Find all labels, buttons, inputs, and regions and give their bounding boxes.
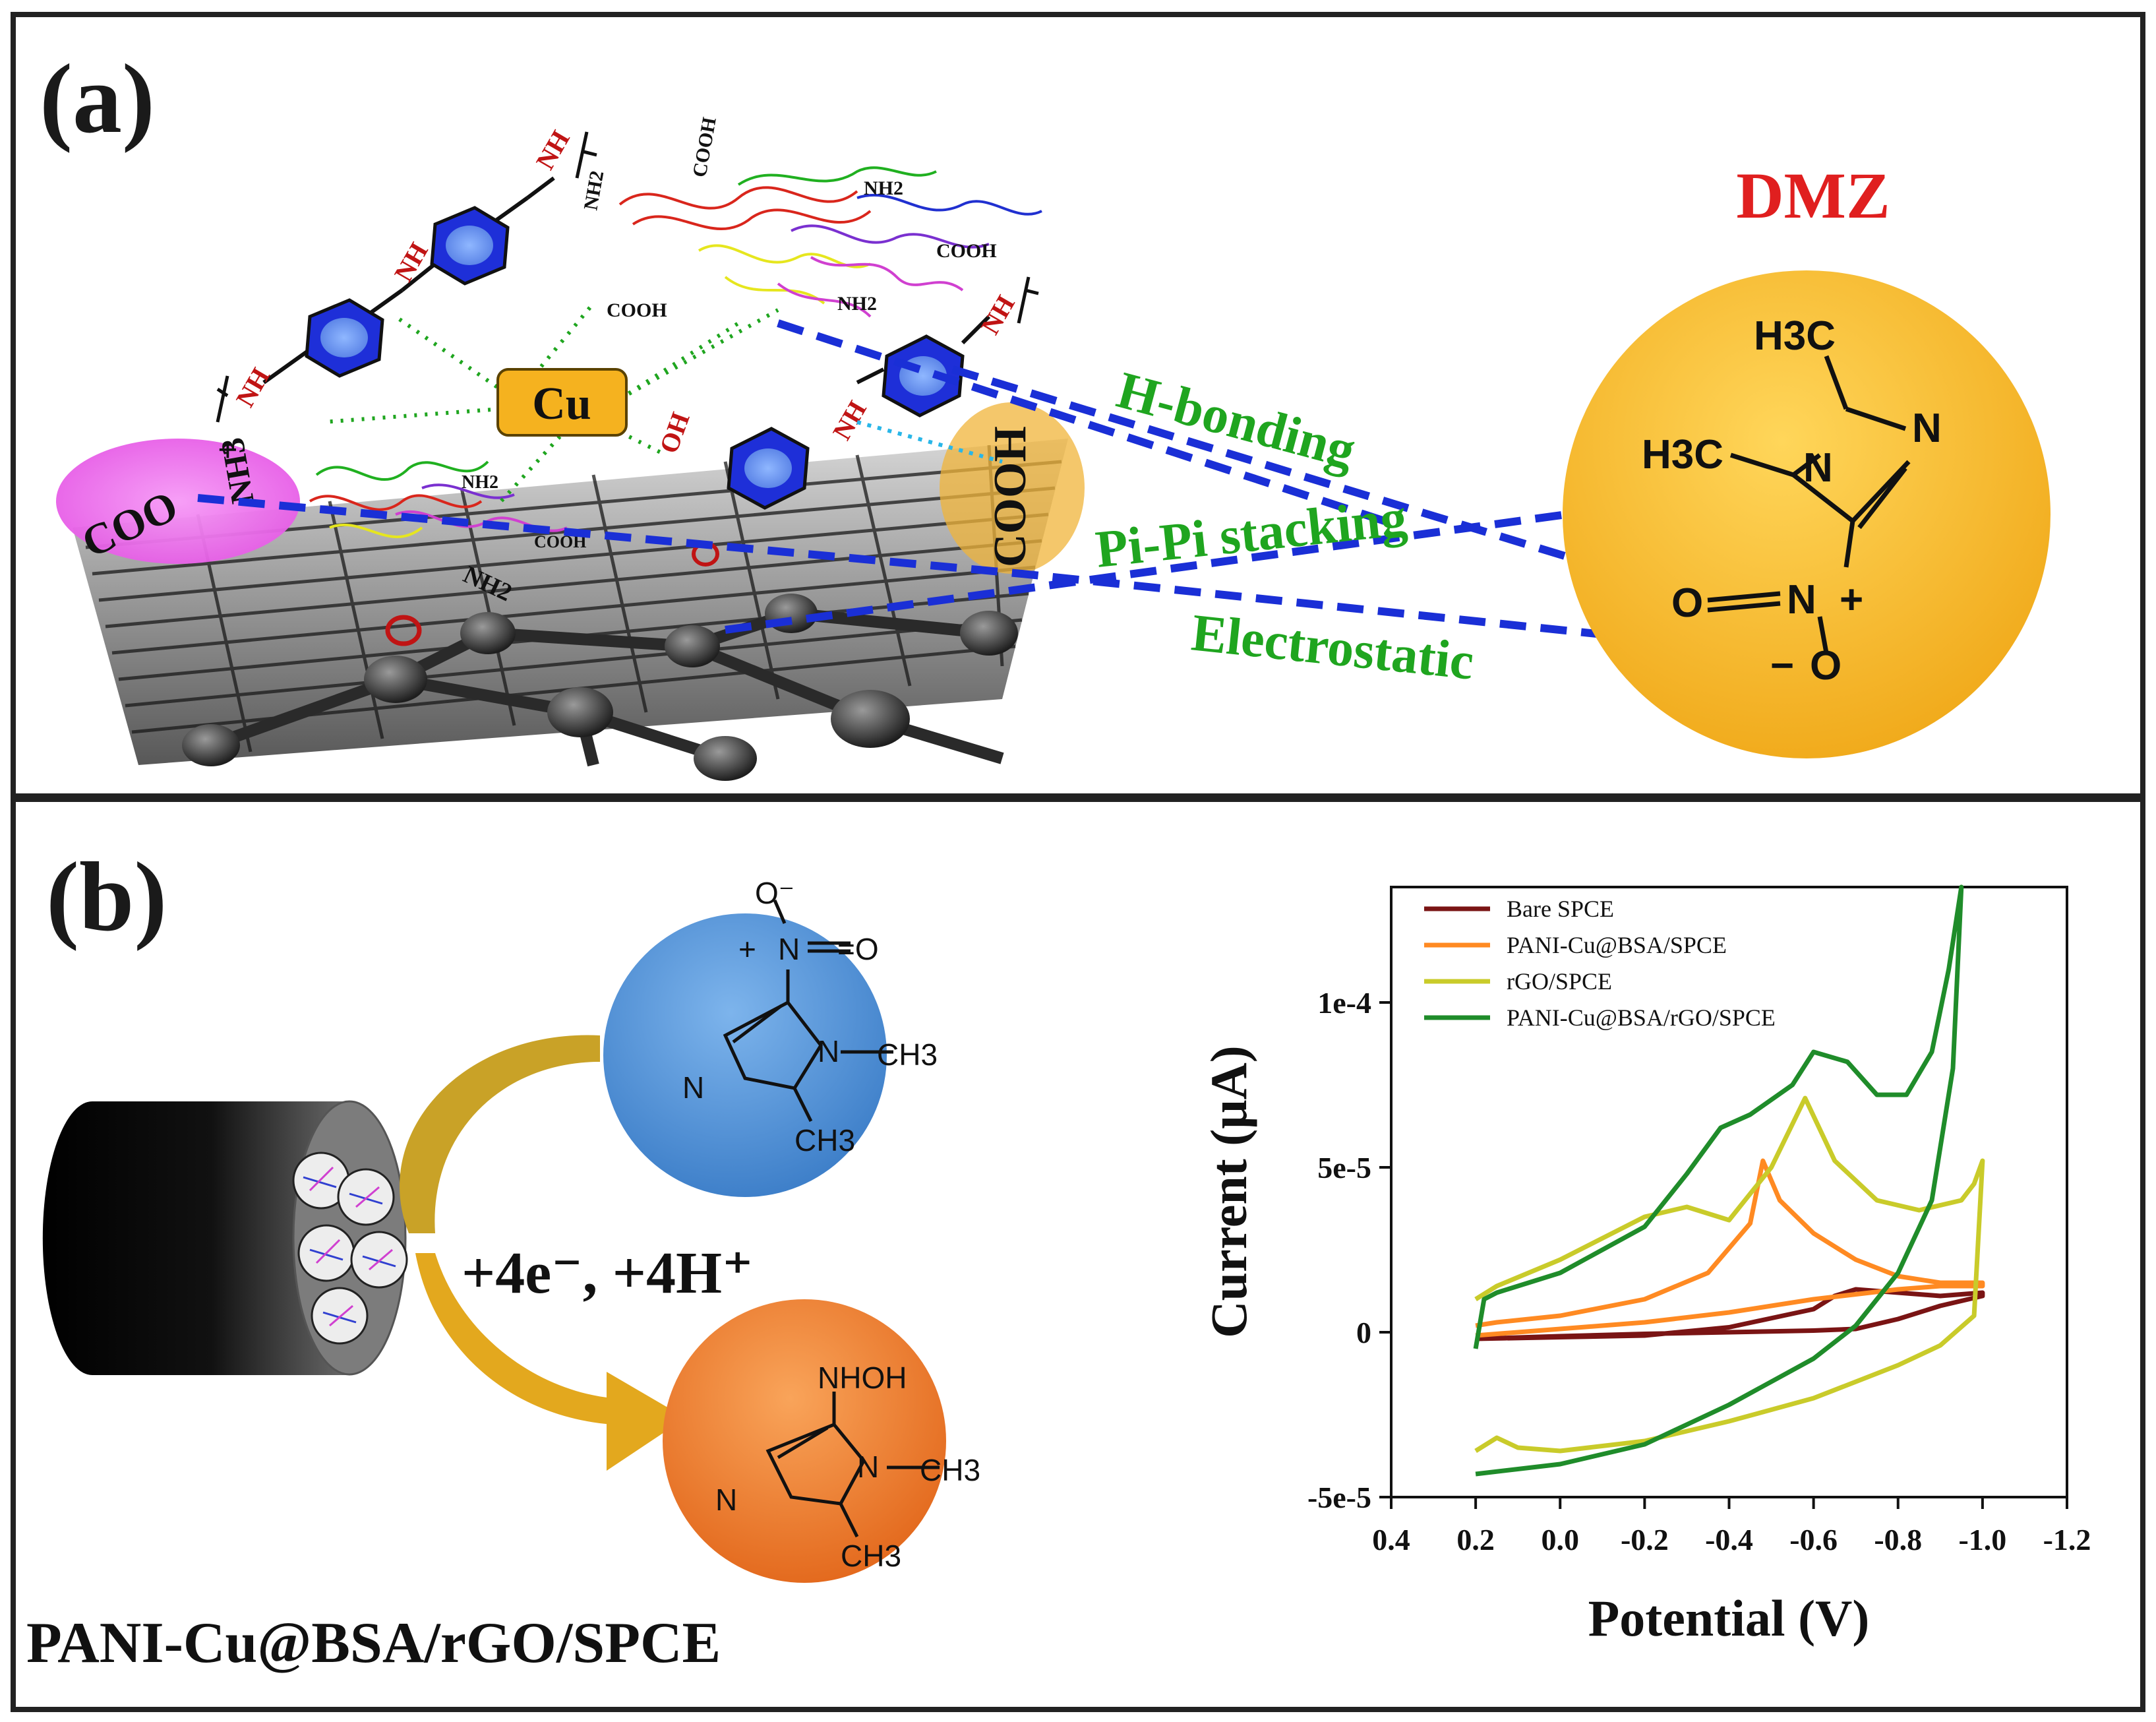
benzene-rings — [305, 206, 965, 510]
nitro-eq-o: =O — [837, 932, 879, 966]
legend-entry: PANI-Cu@BSA/SPCE — [1507, 932, 1727, 958]
y-tick-label: -5e-5 — [1307, 1481, 1371, 1514]
pi-pi-stacking-label: Pi-Pi stacking — [1093, 489, 1410, 579]
chain-brackets — [216, 131, 1039, 423]
panel-a: (a) — [11, 12, 2145, 799]
reaction-arrow-upper — [400, 1035, 600, 1233]
nitro-ch3-right: CH3 — [877, 1037, 938, 1072]
cooh-top: COOH — [688, 115, 720, 179]
hydroxylamine-ch3-bottom: CH3 — [841, 1539, 901, 1573]
nh2-top-left: NH2 — [580, 169, 608, 212]
x-tick-label: 0.2 — [1456, 1523, 1495, 1556]
panel-a-frame — [11, 12, 2145, 799]
nh2-mid: NH2 — [837, 293, 877, 315]
dmz-molecule: H3C N H3C N O N + − O — [1642, 313, 1942, 689]
series-line — [1473, 884, 1964, 1477]
dmz-h3c-top: H3C — [1754, 313, 1836, 359]
x-tick-label: -0.8 — [1874, 1523, 1922, 1556]
dmz-circle — [1563, 270, 2051, 758]
electrode-label: PANI-Cu@BSA/rGO/SPCE — [26, 1611, 721, 1675]
x-tick-label: 0.4 — [1372, 1523, 1410, 1556]
legend-entry: rGO/SPCE — [1507, 968, 1612, 995]
cooh-left: COOH — [607, 299, 667, 321]
y-tick-label: 1e-4 — [1317, 986, 1371, 1020]
nh-label-4: NH — [975, 290, 1021, 339]
hydroxylamine-nhoh: NHOH — [818, 1361, 907, 1395]
nitro-n-left: N — [682, 1070, 704, 1105]
hydroxylamine-ch3-right: CH3 — [920, 1453, 980, 1487]
legend-entry: Bare SPCE — [1507, 896, 1614, 922]
cu-dotted-links — [322, 302, 779, 503]
hydroxylamine-n-left: N — [715, 1483, 737, 1517]
dmz-label: DMZ — [1736, 159, 1890, 232]
bsa-protein-top — [618, 166, 1042, 318]
x-tick-label: -1.0 — [1958, 1523, 2006, 1556]
electrode-nanoparticles — [292, 1152, 408, 1345]
y-tick-label: 5e-5 — [1317, 1151, 1371, 1184]
pani-chain: NH NH NH NH NH OH — [216, 125, 1039, 510]
carboxylate-ellipse — [56, 439, 300, 564]
panel-b-label: (b) — [46, 842, 167, 952]
nh2-sheet: NH2 — [462, 472, 498, 493]
nitro-o-minus: O⁻ — [755, 876, 794, 910]
dmz-h3c-left: H3C — [1642, 432, 1723, 477]
cooh-ellipse — [940, 402, 1085, 574]
nitro-molecule-circle — [603, 913, 887, 1197]
chart-y-label: Current (μA) — [1200, 1045, 1257, 1338]
nh-label-5: NH — [827, 396, 872, 445]
nanoparticle-texture — [303, 1166, 396, 1327]
series-line — [1474, 1095, 1985, 1454]
nitro-molecule: O⁻ + N =O N CH3 N CH3 — [682, 876, 938, 1157]
cooh-label-sheet: COOH — [985, 426, 1036, 567]
panel-b: (b) +4e⁻, +4 — [11, 797, 2145, 1712]
coo-charge: + — [218, 430, 238, 470]
electrode-cylinder — [42, 1100, 408, 1376]
y-tick-label: 0 — [1356, 1316, 1371, 1349]
nitro-n: N — [778, 932, 800, 966]
chart-legend: Bare SPCE PANI-Cu@BSA/SPCE rGO/SPCE PANI-Cu… — [1424, 896, 1776, 1031]
x-tick-label: -0.4 — [1705, 1523, 1753, 1556]
hydroxylamine-n-methyl: N — [857, 1450, 879, 1484]
cu-label: Cu — [532, 379, 591, 429]
dmz-n-ring-left: N — [1803, 445, 1833, 491]
nh-label-1: NH — [230, 363, 276, 412]
x-tick-label: 0.0 — [1542, 1523, 1580, 1556]
dmz-nitro-n: N — [1787, 577, 1816, 623]
series-line — [1475, 1287, 1985, 1341]
h-bonding-label: H-bonding — [1111, 361, 1361, 480]
cv-chart: 0.4 0.2 0.0 -0.2 -0.4 -0.6 -0.8 -1.0 -1.2 -5e-5 0 5… — [1200, 884, 2091, 1647]
x-tick-label: -1.2 — [2043, 1523, 2091, 1556]
cyan-dotted-link — [856, 420, 1003, 464]
x-tick-label: -0.6 — [1789, 1523, 1838, 1556]
chart-x-label: Potential (V) — [1588, 1589, 1870, 1647]
chart-series — [1473, 884, 1985, 1477]
cu-box — [496, 368, 628, 437]
carbon-atom-spheres — [182, 594, 1018, 781]
legend-entry: PANI-Cu@BSA/rGO/SPCE — [1507, 1004, 1776, 1031]
x-tick-label: -0.2 — [1621, 1523, 1669, 1556]
reaction-arrow-lower — [415, 1253, 686, 1471]
oh-label: OH — [653, 408, 696, 457]
reaction-label: +4e⁻, +4H⁺ — [462, 1241, 754, 1306]
series-line — [1475, 1158, 1985, 1338]
panel-b-frame — [11, 797, 2145, 1712]
chart-ticks: 0.4 0.2 0.0 -0.2 -0.4 -0.6 -0.8 -1.0 -1.2 -5e-5 0 5… — [1307, 986, 2091, 1556]
panel-a-label: (a) — [40, 44, 155, 154]
dmz-nitro-o-bottom: O — [1810, 643, 1842, 689]
dmz-nitro-o-left: O — [1671, 580, 1703, 626]
nitro-plus: + — [738, 932, 756, 966]
dmz-n-ring-right: N — [1912, 406, 1942, 451]
nh-label-3: NH — [530, 125, 576, 174]
nh2-top-right: NH2 — [864, 177, 903, 199]
dmz-nitro-minus: − — [1770, 643, 1794, 689]
nitro-n-methyl: N — [818, 1034, 839, 1068]
dmz-nitro-plus: + — [1840, 577, 1863, 623]
nh-label-2: NH — [388, 237, 434, 286]
hydroxylamine-molecule: NHOH N CH3 N CH3 — [715, 1361, 980, 1573]
cooh-right: COOH — [936, 240, 997, 262]
oxygen-marker — [385, 615, 422, 646]
nitro-ch3-bottom: CH3 — [794, 1123, 855, 1157]
